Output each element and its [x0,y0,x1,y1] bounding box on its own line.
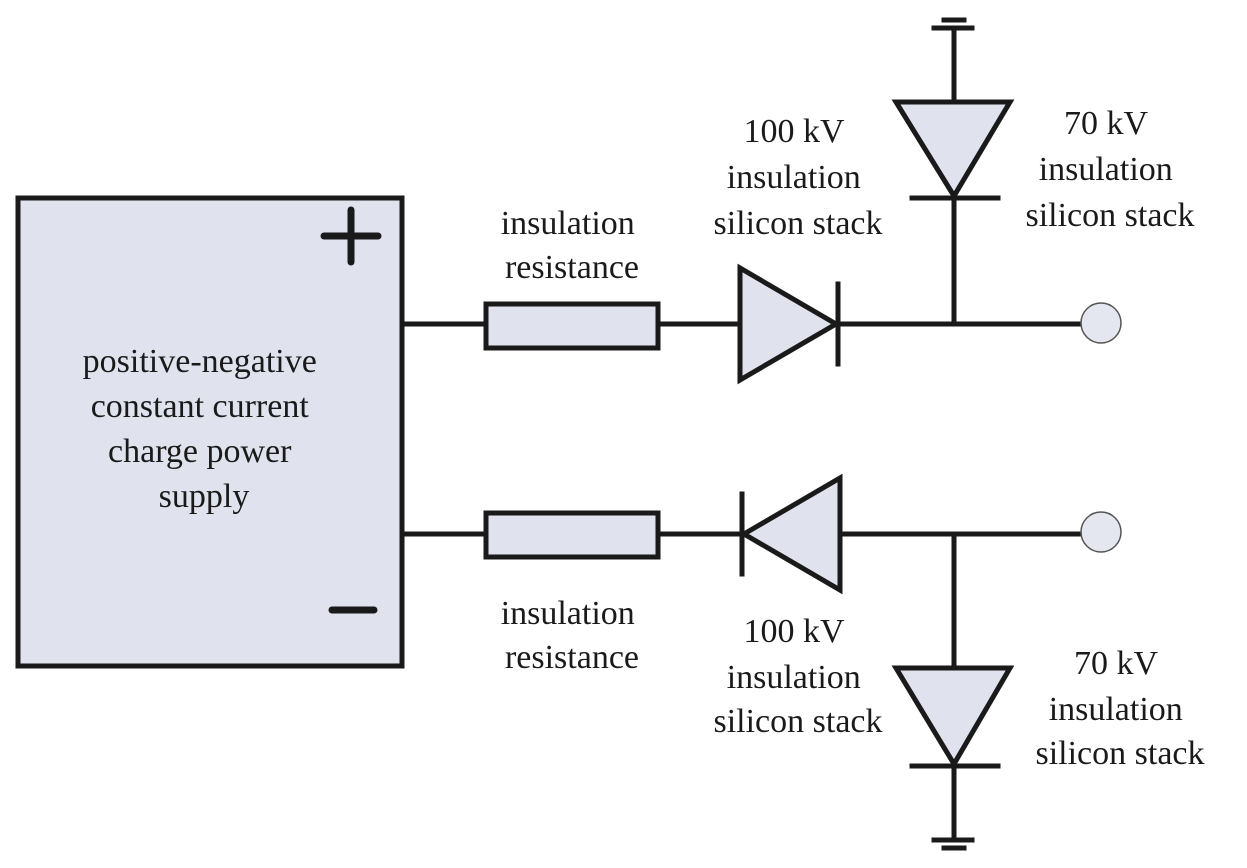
bottom-70kv-label-line-1: 70 kV [1074,645,1159,682]
plus-symbol [320,206,382,266]
bottom-100kv-label-line-2: insulation [727,659,861,696]
bottom-insulation-resistor [483,510,661,560]
power-supply-label-line-2: constant current [91,388,310,425]
power-supply-label-line-1: positive-negative [83,343,317,380]
power-supply-label-line-4: supply [159,478,250,515]
top-70kv-label-line-3: silicon stack [1025,197,1194,234]
top-70kv-label-line-1: 70 kV [1064,105,1149,142]
bottom-70kv-label-line-3: silicon stack [1035,735,1204,772]
top-resistor-label-line-2: resistance [505,249,639,286]
top-100kv-label-line-2: insulation [727,159,861,196]
bottom-100kv-label-line-1: 100 kV [744,613,846,650]
bottom-100kv-label: 100 kV insulation silicon stack [713,613,882,740]
top-insulation-resistor [483,301,661,351]
top-branch: insulation resistance 100 kV insulation … [399,17,1195,385]
bottom-70kv-label: 70 kV insulation silicon stack [1035,645,1204,772]
bottom-70kv-silicon-stack [891,665,1015,769]
power-supply-label: positive-negative constant current charg… [83,343,326,515]
top-70kv-label-line-2: insulation [1039,151,1173,188]
power-supply-box [15,195,405,669]
bottom-resistor-label-line-2: resistance [505,639,639,676]
bottom-branch: insulation resistance 100 kV insulation … [399,473,1205,851]
bottom-ground-icon [931,837,975,851]
top-ground-icon [931,17,975,31]
bottom-70kv-label-line-2: insulation [1049,691,1183,728]
bottom-resistor-label-line-1: insulation [501,595,635,632]
bottom-100kv-label-line-3: silicon stack [713,703,882,740]
top-100kv-label: 100 kV insulation silicon stack [713,113,882,242]
power-supply-label-line-3: charge power [108,433,292,470]
top-100kv-label-line-1: 100 kV [744,113,846,150]
bottom-resistor-label: insulation resistance [501,595,644,676]
top-resistor-label: insulation resistance [501,205,644,286]
top-70kv-label: 70 kV insulation silicon stack [1025,105,1194,234]
top-70kv-silicon-stack [891,99,1015,201]
top-output-terminal [1080,302,1122,344]
top-100kv-label-line-3: silicon stack [713,205,882,242]
top-resistor-label-line-1: insulation [501,205,635,242]
bottom-100kv-silicon-stack [739,473,843,595]
top-100kv-silicon-stack [737,263,841,385]
bottom-output-terminal [1080,511,1122,553]
